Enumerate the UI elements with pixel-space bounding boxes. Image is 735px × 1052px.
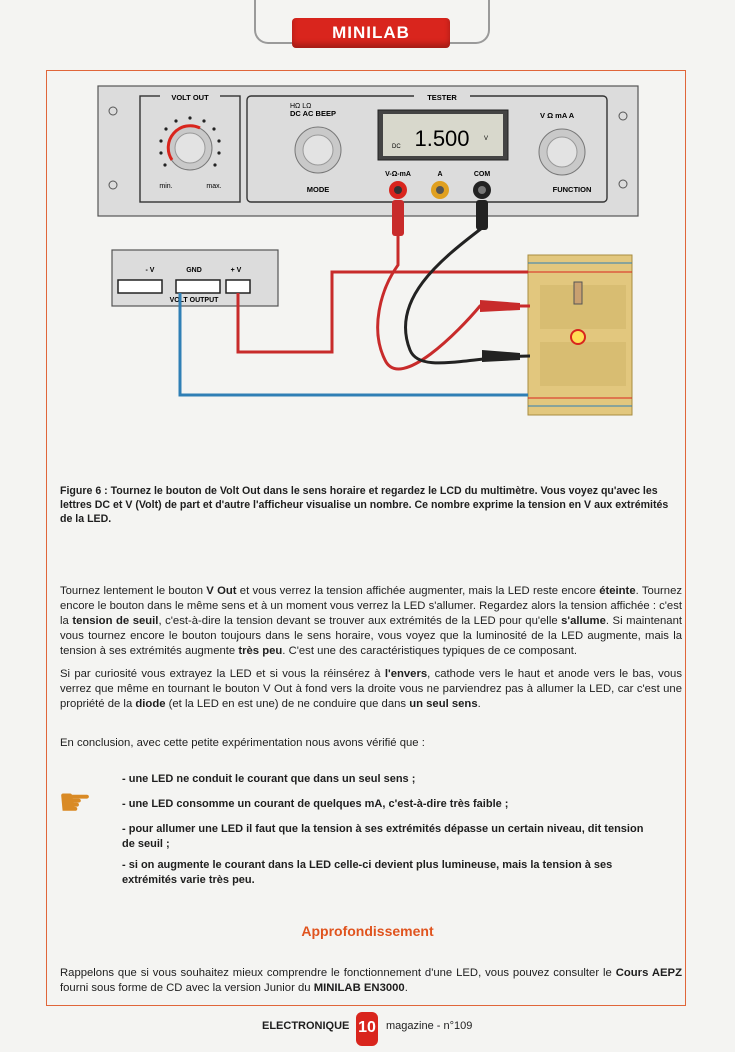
volt-out-label-bg bbox=[160, 92, 220, 102]
wire-blue-ground bbox=[178, 293, 528, 397]
min-label: min. bbox=[159, 183, 172, 190]
screw-hole bbox=[108, 106, 118, 116]
function-label: FUNCTION bbox=[553, 185, 592, 194]
psu-gnd-label: GND bbox=[186, 267, 202, 274]
wire-red-supply bbox=[236, 270, 528, 354]
probe-black-wire bbox=[403, 200, 531, 365]
probe-red-plug bbox=[392, 200, 404, 236]
tester-label: TESTER bbox=[427, 93, 457, 102]
probe-red-wire bbox=[376, 200, 530, 371]
header-tab-minilab: MINILAB bbox=[292, 18, 450, 48]
page-number: 10 bbox=[356, 1012, 378, 1046]
psu-minus-label: - V bbox=[146, 267, 155, 274]
lcd-unit: V bbox=[484, 136, 488, 142]
volt-out-dots bbox=[159, 116, 221, 167]
led bbox=[570, 329, 586, 345]
psu-terminal-minus bbox=[117, 279, 163, 294]
mode-top-1: HΩ LΩ bbox=[290, 103, 311, 110]
function-top: V Ω mA A bbox=[540, 111, 575, 120]
clip-black bbox=[482, 350, 520, 362]
lcd-value: 1.500 bbox=[414, 126, 469, 151]
lcd-screen bbox=[383, 114, 503, 156]
pointing-hand-icon: ☛ bbox=[58, 782, 93, 824]
footer-issue: magazine - n°109 bbox=[386, 1020, 473, 1032]
lcd-dc: DC bbox=[392, 144, 401, 150]
screw-hole bbox=[618, 111, 628, 121]
mode-label: MODE bbox=[307, 185, 330, 194]
mode-top-2: DC AC BEEP bbox=[290, 109, 336, 118]
figure-caption: Figure 6 : Tournez le bouton de Volt Out… bbox=[60, 485, 669, 525]
volt-out-label: VOLT OUT bbox=[171, 93, 209, 102]
psu-terminal-gnd bbox=[175, 279, 221, 294]
max-label: max. bbox=[206, 183, 221, 190]
paragraph-4: Rappelons que si vous souhaitez mieux co… bbox=[60, 967, 682, 994]
power-supply bbox=[111, 249, 279, 307]
jack-com-label: COM bbox=[474, 171, 491, 178]
bullet-1: - une LED ne conduit le courant que dans… bbox=[122, 773, 416, 785]
footer-magazine-name: ELECTRONIQUE bbox=[262, 1020, 350, 1032]
bullet-2: - une LED consomme un courant de quelque… bbox=[122, 798, 509, 810]
psu-plus-label: + V bbox=[231, 267, 242, 274]
content-frame bbox=[46, 70, 686, 1006]
jack-a-label: A bbox=[437, 171, 442, 178]
jack-v-label: V-Ω-mA bbox=[385, 171, 411, 178]
screw-hole bbox=[618, 179, 628, 189]
paragraph-2: Si par curiosité vous extrayez la LED et… bbox=[60, 668, 682, 710]
clip-red bbox=[480, 300, 520, 312]
resistor bbox=[573, 281, 583, 305]
paragraph-3: En conclusion, avec cette petite expérim… bbox=[60, 737, 425, 749]
circuit-diagram: VOLT OUT min. max. TESTER HΩ LΩ DC AC BE… bbox=[97, 85, 639, 416]
bullet-3: - pour allumer une LED il faut que la te… bbox=[122, 823, 644, 850]
psu-terminal-plus bbox=[225, 279, 251, 294]
screw-hole bbox=[108, 180, 118, 190]
volt-out-indicator bbox=[166, 124, 201, 161]
paragraph-1: Tournez lentement le bouton V Out et vou… bbox=[60, 585, 683, 657]
section-title: Approfondissement bbox=[301, 923, 434, 939]
probe-black-plug bbox=[476, 200, 488, 230]
breadboard-area-top bbox=[540, 285, 626, 329]
breadboard-area-bottom bbox=[540, 342, 626, 386]
bullet-4: - si on augmente le courant dans la LED … bbox=[122, 859, 613, 886]
psu-output-label: VOLT OUTPUT bbox=[170, 297, 220, 304]
